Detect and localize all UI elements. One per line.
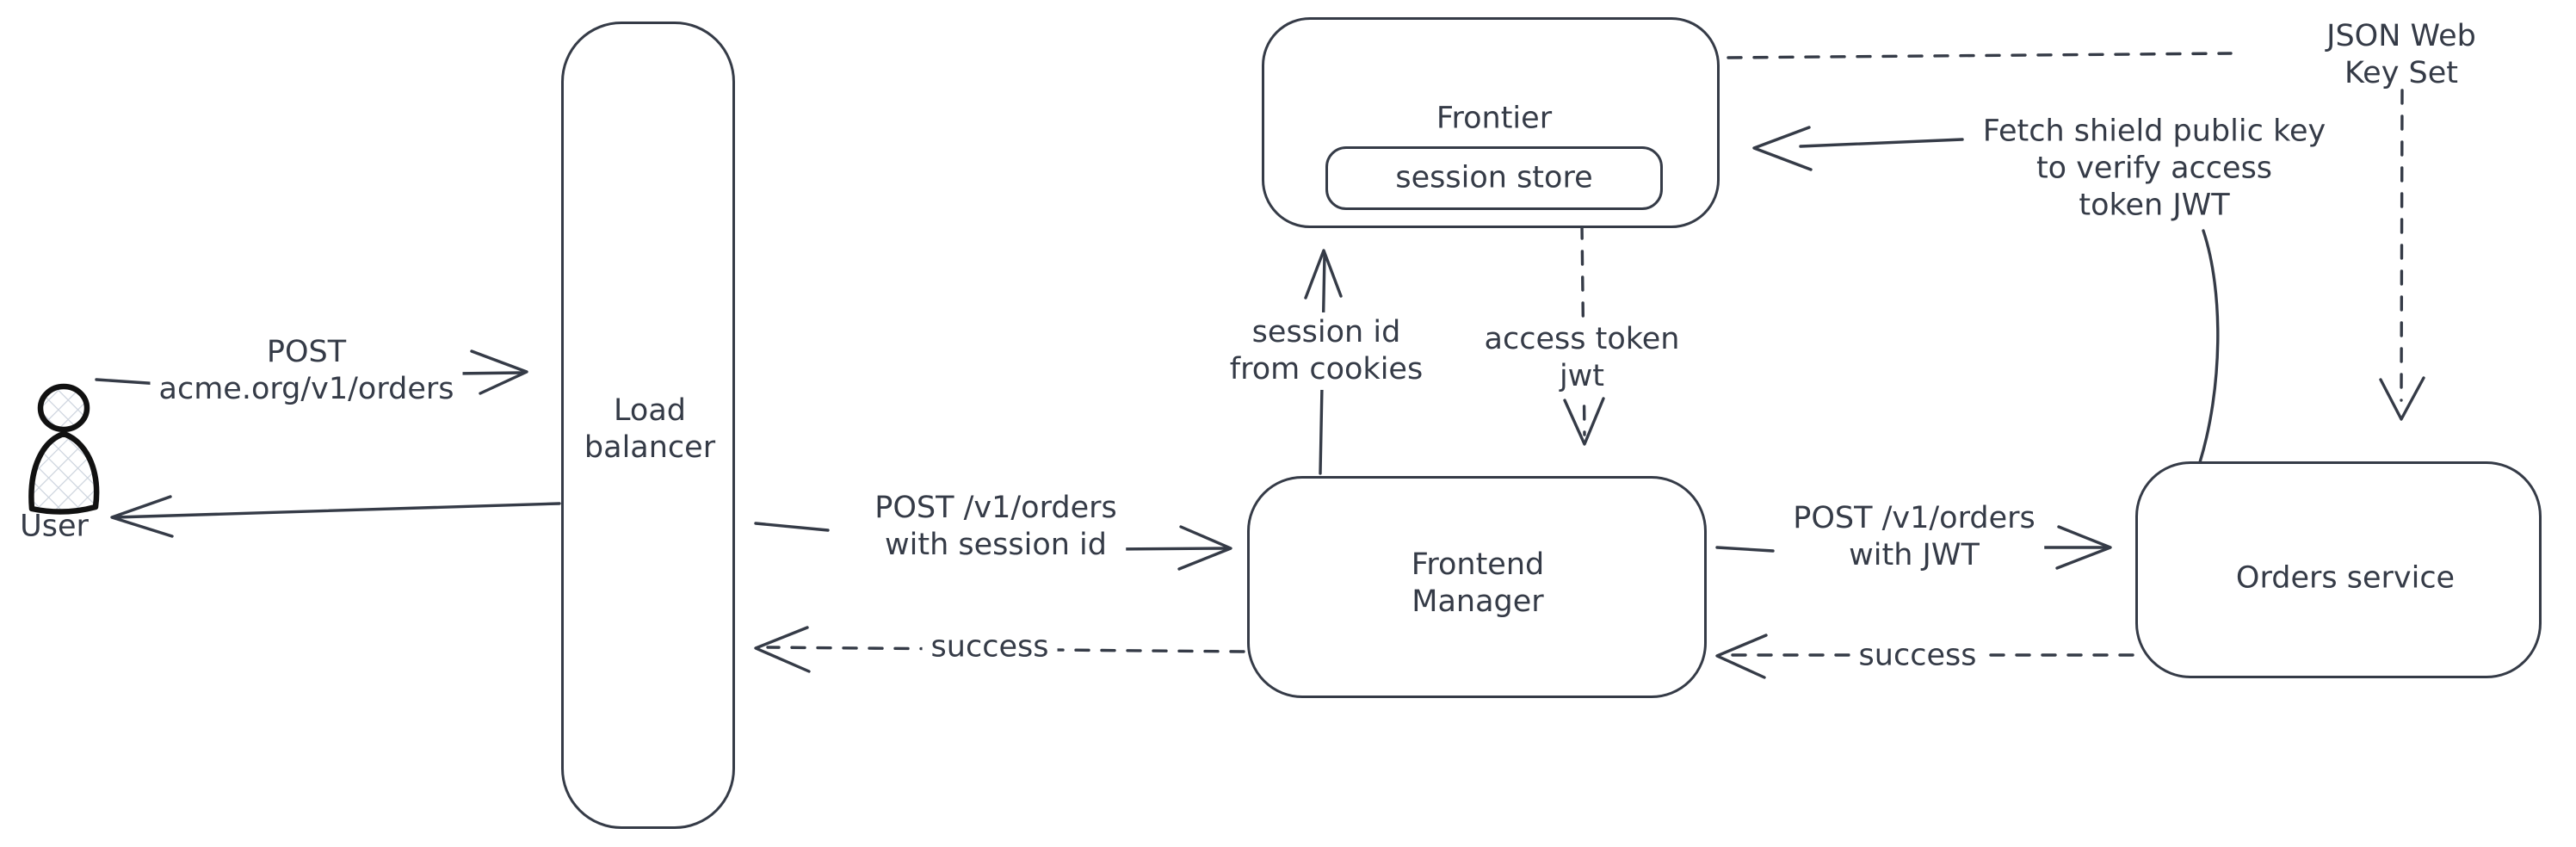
frontend-manager-node: [1247, 476, 1707, 698]
edge-frontier-to-jwks-line: [1727, 52, 2233, 59]
jwks-label: JSON Web Key Set: [2326, 18, 2476, 90]
orders-service-label: Orders service: [2235, 560, 2456, 596]
session-store-node: [1325, 146, 1663, 210]
edge-fm-to-lb-success-arrowhead: [754, 626, 811, 673]
edge-lb-to-user-line: [114, 502, 561, 519]
edge-label-success-left: success: [922, 627, 1058, 668]
edge-fm-to-orders-arrowhead: [2055, 525, 2112, 570]
edge-fm-to-frontier-arrowhead: [1304, 249, 1343, 300]
edge-orders-to-fm-success-arrowhead: [1715, 634, 1768, 679]
edge-label-session-id-from-cookies: session id from cookies: [1220, 312, 1432, 391]
edge-label-post-orders-with-jwt: POST /v1/orders with JWT: [1784, 498, 2044, 577]
load-balancer-label: Load balancer: [584, 393, 716, 465]
edge-label-post-acme-orders: POST acme.org/v1/orders: [150, 331, 463, 411]
orders-service-node: [2135, 461, 2542, 678]
edge-lb-to-user-arrowhead: [110, 495, 174, 538]
edge-user-to-lb-line: [453, 371, 523, 375]
edge-label-post-orders-session-id: POST /v1/orders with session id: [866, 487, 1126, 566]
edge-fm-to-orders-tail: [1715, 546, 1775, 553]
edge-label-success-right: success: [1850, 635, 1986, 677]
edge-label-access-token-jwt: access token jwt: [1475, 318, 1689, 398]
edge-user-to-lb-tail: [95, 378, 162, 386]
frontier-label: Frontier: [1436, 101, 1553, 136]
edge-frontier-to-fm-arrowhead: [1563, 397, 1605, 446]
frontend-manager-label: Frontend Manager: [1411, 547, 1545, 619]
user-figure-icon: [28, 383, 100, 515]
edge-label-fetch-shield-public-key: Fetch shield public key to verify access…: [1974, 111, 2335, 226]
edge-jwks-to-orders-arrowhead: [2379, 376, 2425, 421]
edge-orders-to-frontier-curve: [2198, 229, 2220, 464]
edge-lb-to-fm-line: [1107, 547, 1227, 551]
user-label: User: [20, 509, 89, 544]
edge-orders-to-frontier-line: [1799, 138, 1964, 148]
edge-jwks-to-orders-line: [2400, 89, 2404, 402]
edge-user-to-lb-arrowhead: [470, 349, 528, 395]
session-store-label: session store: [1395, 160, 1593, 195]
load-balancer-node: [561, 22, 735, 829]
edge-orders-to-frontier-arrowhead: [1752, 126, 1813, 171]
edge-lb-to-fm-tail: [754, 522, 830, 532]
edge-lb-to-fm-arrowhead: [1177, 525, 1232, 571]
